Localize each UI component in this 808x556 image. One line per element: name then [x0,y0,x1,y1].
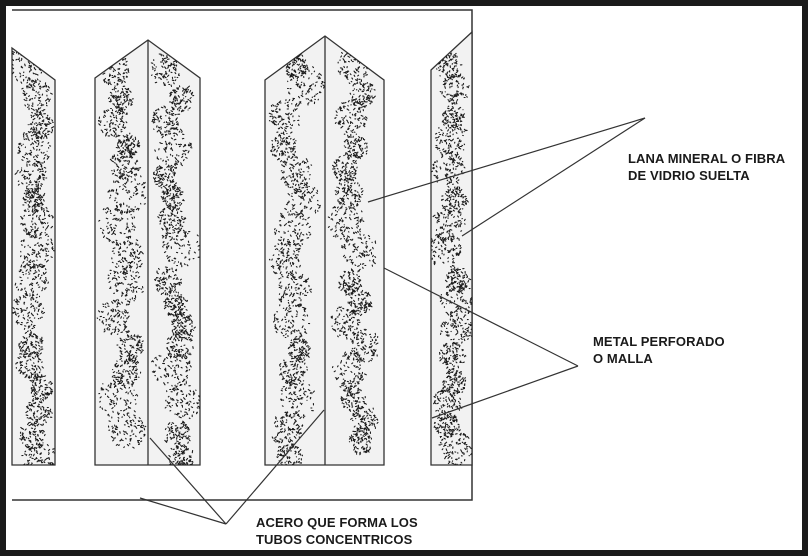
fiber-clump [14,262,49,301]
fiber-clump [25,397,53,427]
fiber-clump [168,443,194,465]
fiber-clump [340,230,377,273]
fiber-clump [279,355,308,387]
leader-steel-b [149,437,227,525]
fiber-clump [432,205,466,243]
fiber-clump [20,229,55,269]
fiber-clump [349,79,376,109]
fiber-clump [154,266,182,297]
fiber-clump [160,184,185,211]
fiber-clump [271,413,304,451]
fiber-clump [350,328,379,363]
fiber-cluster-group [327,49,379,456]
fiber-clump [334,177,364,210]
fiber-clump [327,201,365,242]
steel-plate-outline [12,9,473,501]
label-mineral-wool-line2: DE VIDRIO SUELTA [628,168,750,183]
fiber-clump [97,102,128,138]
fiber-clump [439,311,472,349]
tube-left-partial [11,46,56,466]
fiber-clump [21,78,53,114]
fiber-clump [268,240,301,278]
fiber-clump [439,73,470,105]
fiber-clump [107,170,147,214]
fiber-clump [164,380,200,420]
fiber-clump [151,345,192,388]
fiber-clump [163,291,188,318]
fiber-clump [112,354,142,387]
fiber-clump [270,131,297,164]
fiber-clump [115,132,141,158]
label-steel-tubes: ACERO QUE FORMA LOS TUBOS CONCENTRICOS [256,514,418,548]
fiber-clump [434,120,468,157]
leader-steel-a [139,497,227,525]
fiber-clump [330,306,361,340]
fiber-clump [280,155,313,190]
fiber-clump [107,264,144,306]
fiber-clump [340,384,367,413]
fiber-clump [15,349,44,379]
fiber-clump [331,154,358,184]
fiber-clump [169,85,195,113]
fiber-clump [27,110,55,140]
fiber-clump [438,429,472,465]
fiber-clump [287,336,311,363]
fiber-clump [14,160,48,192]
fiber-clump [338,270,363,296]
fiber-clump [272,300,311,339]
fiber-clump [98,201,136,245]
fiber-cluster-group [268,53,326,465]
fiber-clump [116,330,144,361]
label-steel-tubes-line1: ACERO QUE FORMA LOS [256,515,418,530]
fiber-clump [285,181,321,219]
fiber-clump [152,163,178,191]
leader-lines [139,117,646,525]
fiber-clump [268,98,300,134]
fiber-clump [107,85,134,112]
fiber-clump [20,204,54,239]
fiber-clump [17,129,52,167]
fiber-clump [157,204,187,235]
fiber-clump [98,375,139,418]
fiber-clump [286,64,326,106]
fiber-clump [107,408,147,449]
fiber-clump [12,293,46,331]
fiber-clump [431,230,462,268]
leader-wool-a [367,117,646,203]
fiber-clump [280,376,315,420]
fiber-clump [21,442,55,465]
leader-metal-a [383,267,579,367]
fiber-clump [109,146,142,182]
label-mineral-wool-line1: LANA MINERAL O FIBRA [628,151,786,166]
fiber-clump [331,351,367,390]
fiber-clump [343,133,368,160]
fiber-clump [161,224,200,268]
fiber-clump [29,373,54,400]
label-perforated-metal-line2: O MALLA [593,351,653,366]
fiber-clump [438,342,467,371]
fiber-clump [150,52,180,88]
fiber-cluster-group [431,49,472,465]
fiber-clump [348,428,372,456]
tube-group [11,30,473,466]
leader-wool-b [461,117,646,237]
label-perforated-metal: METAL PERFORADO O MALLA [593,333,725,367]
fiber-clump [154,127,193,168]
fiber-clump [442,370,467,397]
leader-steel-c [225,409,325,525]
fiber-cluster-group [150,52,200,465]
fiber-clump [433,412,460,440]
fiber-clump [350,406,379,436]
label-perforated-metal-line1: METAL PERFORADO [593,334,725,349]
fiber-clump [22,187,46,214]
label-steel-tubes-line2: TUBOS CONCENTRICOS [256,532,413,547]
leader-metal-b [431,365,579,419]
label-mineral-wool: LANA MINERAL O FIBRA DE VIDRIO SUELTA [628,150,785,184]
fiber-clump [96,298,130,336]
mineral-wool-fill [12,48,472,465]
fiber-clump [334,100,368,138]
